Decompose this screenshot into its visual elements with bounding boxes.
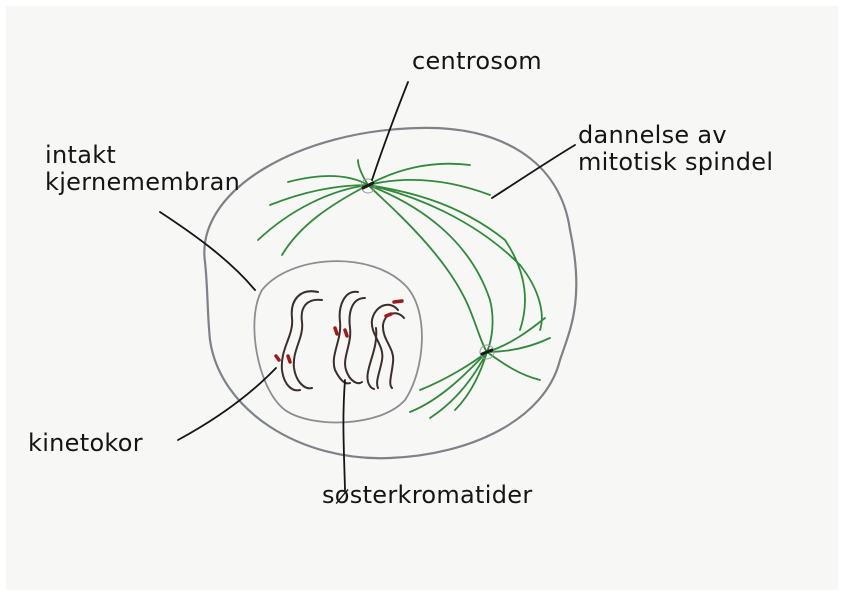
kinetochore-mark [345, 330, 347, 336]
kinetochore-mark [386, 314, 391, 316]
kinetochore-mark [276, 356, 279, 360]
membrane-label-line1: intakt [45, 142, 240, 169]
sister-chromatids-label: søsterkromatider [322, 482, 533, 509]
membrane-label-line2: kjernemembran [45, 169, 240, 196]
kinetochore-label: kinetokor [28, 430, 143, 457]
spindle-label-line1: dannelse av [578, 122, 773, 149]
kinetochore-mark [394, 301, 402, 302]
kinetochore-mark [335, 328, 337, 334]
spindle-label-line2: mitotisk spindel [578, 149, 773, 176]
nuclear-membrane-label: intakt kjernemembran [45, 142, 240, 196]
spindle-label: dannelse av mitotisk spindel [578, 122, 773, 176]
centrosome-label: centrosom [412, 48, 542, 75]
kinetochore-mark [288, 356, 290, 362]
